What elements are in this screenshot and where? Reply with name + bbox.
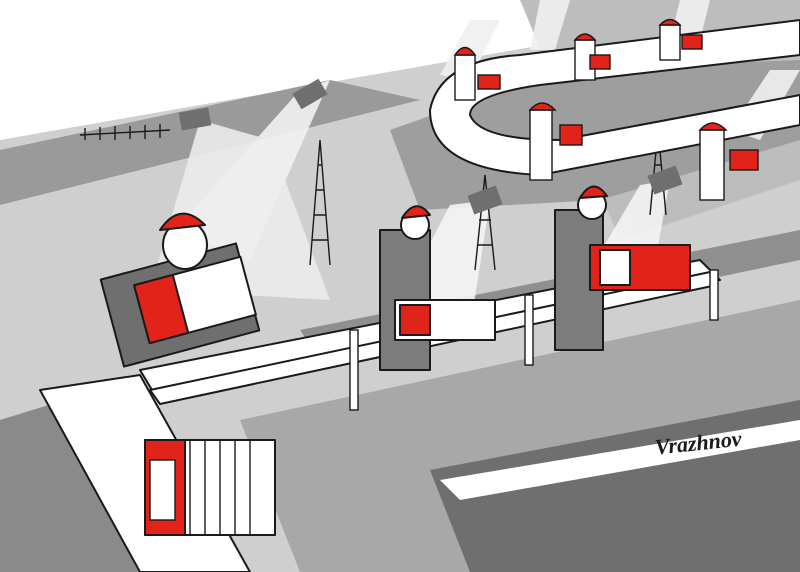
- worker-figure: [698, 122, 759, 201]
- worker-figure: [528, 102, 583, 181]
- worker-figure: [658, 18, 703, 61]
- accordion-icon: [589, 244, 691, 291]
- worker-group: [379, 18, 759, 371]
- santa-hat-icon: [698, 122, 728, 131]
- santa-hat-icon: [453, 46, 477, 56]
- worker-figure: [453, 46, 501, 101]
- worker-figure: [379, 205, 431, 371]
- santa-hat-icon: [528, 102, 557, 111]
- santa-hat-icon: [573, 33, 597, 41]
- accordion-player: [99, 212, 261, 368]
- santa-hat-icon: [658, 18, 682, 26]
- accordion-icon: [394, 299, 496, 341]
- accordion-icon: [144, 439, 276, 536]
- santa-hat-icon: [159, 212, 206, 231]
- spotlight-icon: [178, 78, 683, 215]
- santa-hat-icon: [579, 185, 608, 199]
- worker-figure: [573, 33, 611, 81]
- santa-hat-icon: [401, 205, 431, 219]
- accordion-icon: [133, 255, 257, 345]
